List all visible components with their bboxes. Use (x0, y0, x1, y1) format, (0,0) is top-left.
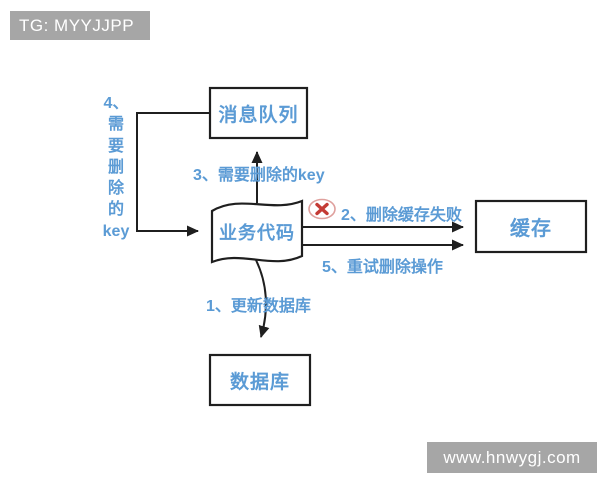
watermark-top-left: TG: MYYJJPP (10, 11, 150, 40)
business-code-label: 业务代码 (219, 223, 295, 243)
edge-step4-line (136, 112, 210, 237)
cache-box (474, 199, 588, 254)
edge-step1-curve (255, 259, 270, 338)
business-code-shape (210, 199, 304, 264)
edge-step4-label: 4、 需 要 删 除 的 key (102, 95, 130, 240)
database-label: 数据库 (229, 371, 290, 393)
edge-step1-label: 1、更新数据库 (206, 298, 311, 315)
watermark-bottom-right: www.hnwygj.com (427, 442, 597, 473)
edge-step2-label: 2、删除缓存失败 (341, 207, 462, 224)
edge-step3-label: 3、需要删除的key (193, 167, 325, 184)
error-x-icon (308, 198, 336, 220)
database-box (208, 353, 312, 407)
cache-label: 缓存 (510, 218, 552, 240)
message-queue-label: 消息队列 (218, 104, 299, 126)
edge-step5-label: 5、重试删除操作 (322, 259, 443, 276)
